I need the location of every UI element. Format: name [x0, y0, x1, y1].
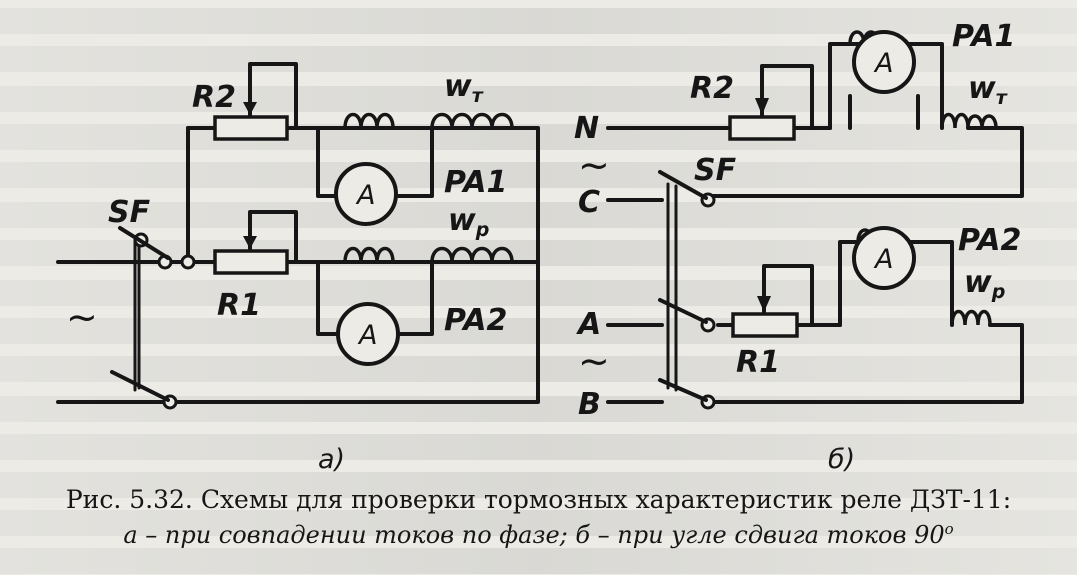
label-r1-b: R1	[736, 345, 780, 380]
label-phase-a: A	[576, 307, 601, 342]
panel-label-b: б)	[828, 444, 855, 475]
schematic-a: R2 R1 SF ~ A A PA1 PA2 wт wр а)	[56, 62, 540, 475]
label-pa1-a: PA1	[444, 165, 507, 200]
supply-symbol-b-top: ~	[578, 143, 610, 187]
rheostat-r1-b	[731, 264, 814, 338]
label-r1-a: R1	[217, 288, 261, 323]
ammeter-pa1-b	[852, 30, 916, 94]
label-sf-a: SF	[108, 195, 151, 230]
figure-caption-title: Рис. 5.32. Схемы для проверки тормозных …	[0, 485, 1077, 514]
rheostat-r2	[213, 62, 298, 141]
ammeter-pa2	[336, 302, 400, 366]
figure-caption-subtitle: а – при совпадении токов по фазе; б – пр…	[0, 520, 1077, 549]
ammeter-symbol-pa2-b: A	[873, 244, 893, 275]
label-pa1-b: PA1	[952, 19, 1015, 54]
rheostat-r1	[213, 210, 298, 275]
supply-symbol-a: ~	[66, 295, 98, 339]
label-pa2-a: PA2	[444, 303, 507, 338]
rheostat-r2-b	[728, 64, 832, 141]
label-phase-n: N	[574, 111, 599, 146]
label-winding-p-b: wр	[964, 265, 1005, 303]
label-sf-b: SF	[694, 153, 737, 188]
panel-label-a: а)	[318, 444, 345, 475]
ammeter-symbol-pa1-b: A	[873, 48, 893, 79]
coil-assembly-top-b	[828, 30, 998, 130]
switch-sf-b	[658, 170, 716, 410]
label-winding-t-b: wт	[968, 71, 1008, 109]
figure-subtitle-text: а – при совпадении токов по фазе; б – пр…	[123, 521, 945, 549]
label-phase-b: B	[578, 387, 601, 422]
schematic-b: N ~ C A ~ B R2 R1 SF A A PA1 PA2 wт wр б…	[574, 19, 1024, 475]
label-winding-p-a: wр	[448, 203, 489, 241]
ammeter-pa2-b	[852, 226, 916, 290]
coil-assembly-bottom	[316, 246, 514, 366]
ammeter-pa1	[334, 162, 398, 226]
ammeter-symbol-pa1-a: A	[355, 180, 375, 211]
label-winding-t-a: wт	[444, 69, 484, 107]
label-r2-b: R2	[690, 71, 734, 106]
relay-test-schematics: R2 R1 SF ~ A A PA1 PA2 wт wр а)	[56, 19, 1024, 475]
switch-sf-a	[110, 226, 196, 410]
figure-title: Схемы для проверки тормозных характерист…	[200, 485, 1012, 514]
coil-assembly-bottom-b	[838, 226, 992, 327]
ammeter-symbol-pa2-a: A	[357, 320, 377, 351]
label-phase-c: C	[578, 185, 600, 220]
label-pa2-b: PA2	[958, 223, 1021, 258]
figure-number: Рис. 5.32.	[65, 485, 193, 514]
coil-assembly-top	[316, 112, 514, 226]
degree-mark: о	[944, 520, 954, 538]
label-r2-a: R2	[192, 80, 236, 115]
supply-symbol-b-bottom: ~	[578, 339, 610, 383]
